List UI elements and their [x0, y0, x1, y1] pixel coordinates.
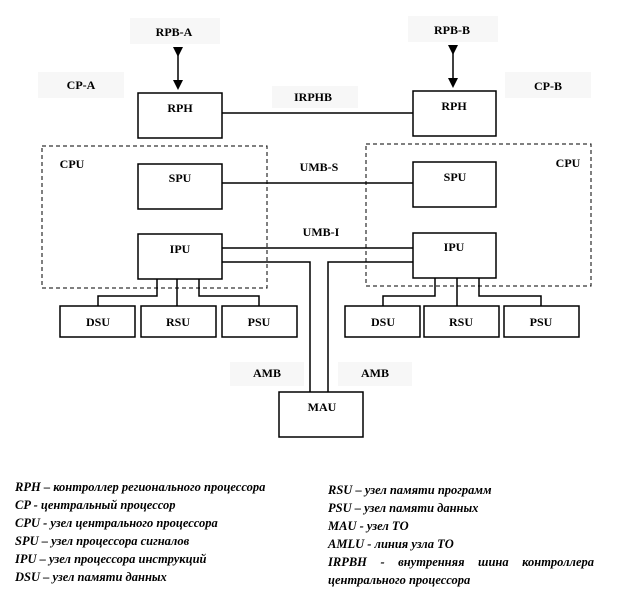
- umb-i-label: UMB-I: [303, 225, 340, 239]
- psu-b-label: PSU: [530, 315, 553, 329]
- legend-item: центрального процессора: [328, 573, 471, 587]
- ipu-a-box: [137, 233, 223, 280]
- legend-item: CPU - узел центрального процессора: [15, 516, 218, 530]
- amb-left-label: AMB: [253, 366, 281, 380]
- ipu-b-psu-link: [478, 278, 542, 306]
- legend-item: MAU - узел ТО: [328, 519, 409, 533]
- amb-right-line: [327, 261, 413, 392]
- mau-label: MAU: [308, 400, 337, 414]
- legend-item: PSU – узел памяти данных: [328, 501, 479, 515]
- rsu-b-box: [423, 305, 500, 338]
- rpb-a-label: RPB-A: [156, 25, 193, 39]
- dsu-a-label: DSU: [86, 315, 110, 329]
- rsu-a-box: [140, 305, 217, 338]
- amb-right-label: AMB: [361, 366, 389, 380]
- cpu-b-label: CPU: [556, 156, 581, 170]
- ipu-b-label: IPU: [444, 240, 465, 254]
- psu-b-box: [503, 305, 580, 338]
- rsu-b-label: RSU: [449, 315, 473, 329]
- rsu-a-label: RSU: [166, 315, 190, 329]
- legend-item: IRPBH - внутренняя шина контроллера: [328, 555, 594, 569]
- mau-box: [278, 391, 364, 438]
- rph-b-box: [412, 90, 497, 137]
- rpb-b-label: RPB-B: [434, 23, 470, 37]
- cpu-a-boundary: [41, 145, 268, 289]
- ipu-a-psu-link: [198, 278, 260, 306]
- ipu-a-label: IPU: [170, 242, 191, 256]
- spu-a-label: SPU: [169, 171, 192, 185]
- legend-item: CP - центральный процессор: [15, 498, 176, 512]
- legend-left: RPH – контроллер регионального процессор…: [15, 478, 315, 586]
- legend-item: RSU – узел памяти программ: [328, 483, 492, 497]
- cp-a-label: CP-A: [67, 78, 96, 92]
- psu-a-box: [221, 305, 298, 338]
- rph-a-box: [137, 92, 223, 139]
- rph-b-label: RPH: [441, 99, 467, 113]
- dsu-a-box: [59, 305, 136, 338]
- cp-b-label: CP-B: [534, 79, 562, 93]
- spu-b-box: [412, 161, 497, 208]
- legend-right: RSU – узел памяти программ PSU – узел па…: [328, 481, 594, 589]
- cpu-a-label: CPU: [60, 157, 85, 171]
- legend-item: DSU – узел памяти данных: [15, 570, 167, 584]
- legend-item: SPU – узел процессора сигналов: [15, 534, 190, 548]
- dsu-b-label: DSU: [371, 315, 395, 329]
- ipu-b-dsu-link: [382, 278, 436, 306]
- architecture-diagram: RPB-A RPB-B CP-A CP-B RPH RPH IRPHB CPU …: [41, 23, 592, 438]
- ipu-a-dsu-link: [97, 278, 158, 306]
- legend-item: RPH – контроллер регионального процессор…: [15, 480, 266, 494]
- rph-a-label: RPH: [167, 101, 193, 115]
- spu-a-box: [137, 163, 223, 210]
- irphb-label: IRPHB: [294, 90, 332, 104]
- psu-a-label: PSU: [248, 315, 271, 329]
- umb-s-label: UMB-S: [300, 160, 339, 174]
- spu-b-label: SPU: [444, 170, 467, 184]
- legend-item: IPU – узел процессора инструкций: [15, 552, 207, 566]
- amb-left-line: [222, 261, 311, 392]
- ipu-b-box: [412, 232, 497, 279]
- dsu-b-box: [344, 305, 421, 338]
- legend-item: AMLU - линия узла ТО: [328, 537, 454, 551]
